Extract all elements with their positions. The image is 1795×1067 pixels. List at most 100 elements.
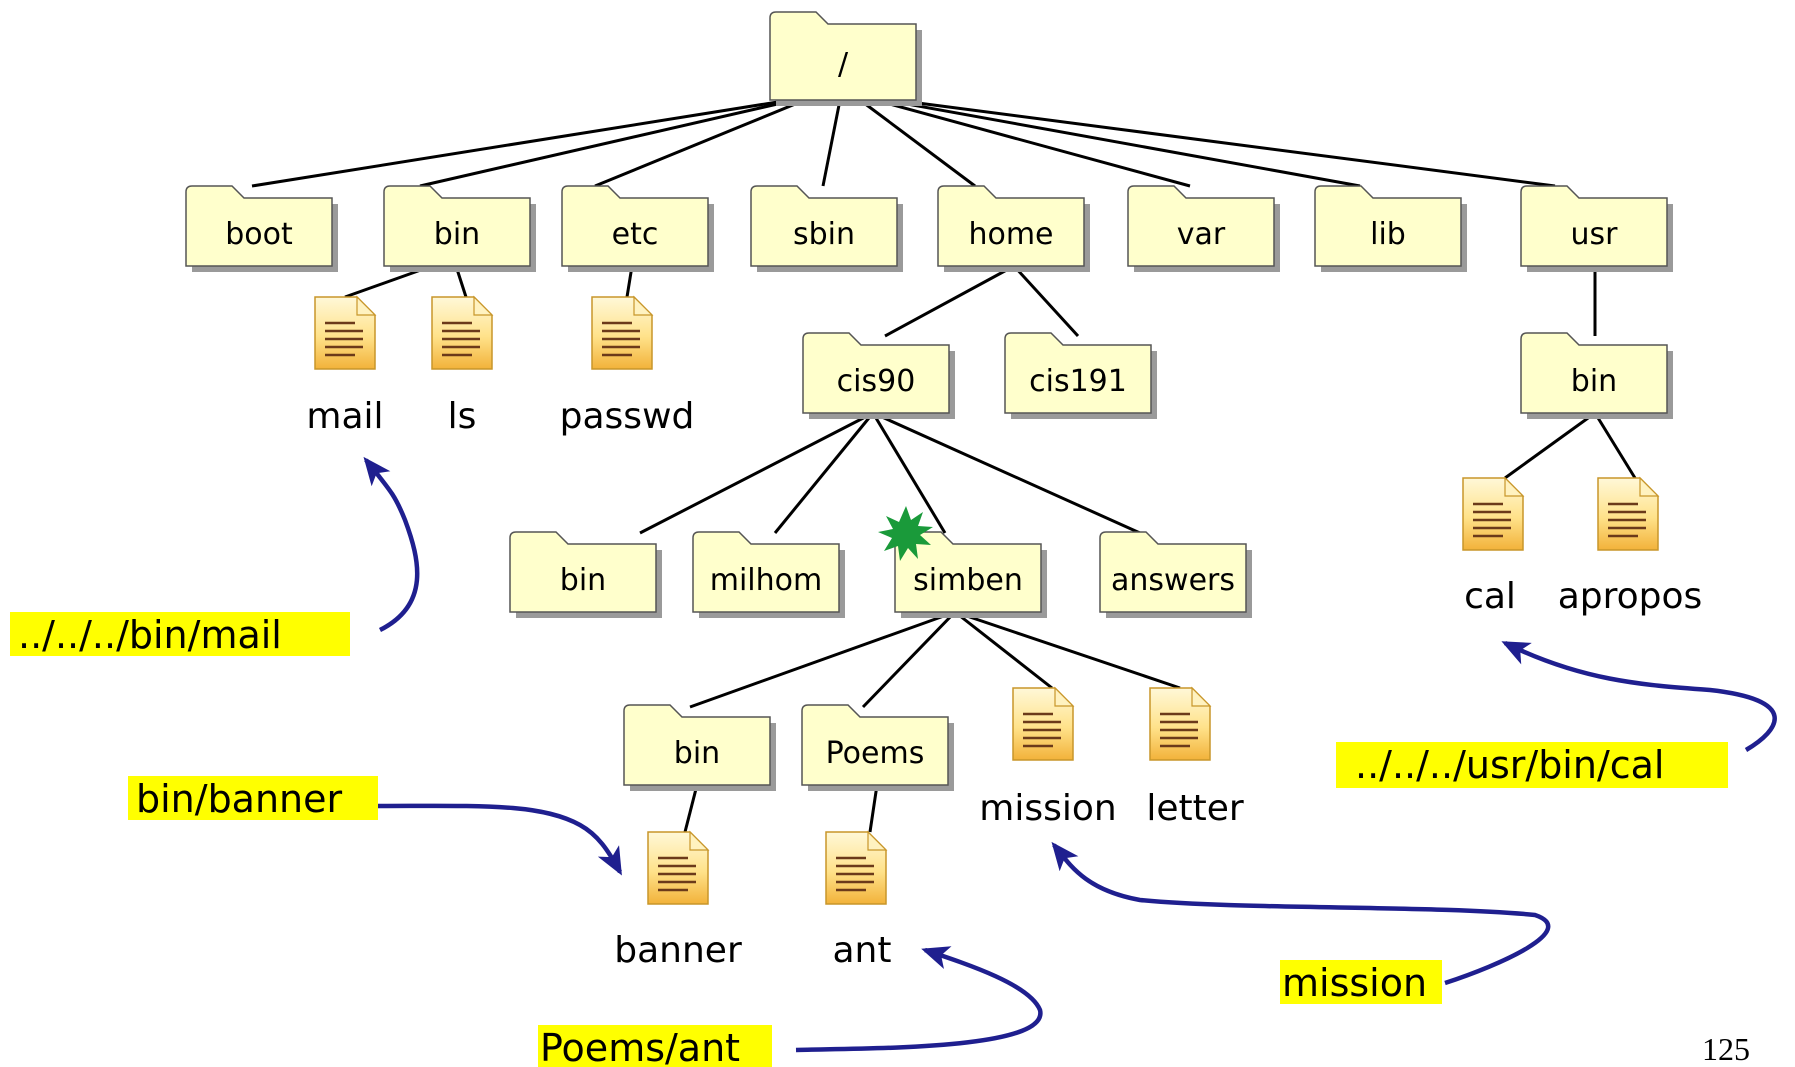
file-label: passwd	[560, 396, 695, 437]
folder-icon	[561, 185, 709, 267]
folder-simben-bin[interactable]: bin	[623, 704, 776, 791]
folder-label: answers	[1111, 563, 1235, 598]
current-directory-star-icon	[878, 506, 933, 561]
folder-icon	[802, 332, 950, 414]
path-banner: bin/banner	[136, 777, 343, 821]
folder-lib[interactable]: lib	[1314, 185, 1467, 272]
file-label: letter	[1146, 788, 1244, 829]
arrow-mission	[1051, 841, 1551, 986]
page-fold	[1054, 686, 1075, 707]
folder-icon	[801, 704, 949, 786]
folder-label: sbin	[793, 217, 855, 252]
highlight-ant-path	[538, 1025, 772, 1067]
folder-etc[interactable]: etc	[561, 185, 714, 272]
folder-label: home	[968, 217, 1053, 252]
folder-simben[interactable]: simben	[894, 531, 1047, 618]
folder-label: boot	[225, 217, 293, 252]
folder-label: simben	[913, 563, 1023, 598]
page-number: 125	[1702, 1031, 1750, 1067]
path-mission: mission	[1282, 961, 1427, 1005]
edge-sbbin-banner	[683, 784, 699, 833]
file-label: mission	[979, 788, 1116, 829]
edge-usrbin-apropos	[1593, 412, 1637, 479]
edge-simben-letter	[954, 610, 1181, 690]
folder-icon	[1314, 185, 1462, 267]
folder-label: cis191	[1029, 364, 1127, 399]
folder-label: lib	[1370, 217, 1406, 252]
edge-simben-poems	[861, 610, 957, 709]
folder-home[interactable]: home	[937, 185, 1090, 272]
folder-label: bin	[434, 217, 480, 252]
folder-icon	[383, 185, 531, 267]
edge-simben-mission	[954, 610, 1053, 690]
file-mail[interactable]: mail	[306, 295, 384, 437]
edge-cis90-simben	[871, 412, 947, 534]
edge-root-sbin	[821, 99, 842, 187]
path-labels: ../../../bin/mail ../../../usr/bin/cal b…	[10, 612, 1728, 1067]
edge-cis90-answers	[872, 411, 1141, 535]
folders-layer: / boot bin etc sbin home var lib usr cis90 cis191 b…	[185, 11, 1673, 791]
file-label: apropos	[1558, 576, 1703, 617]
edge-root-lib	[884, 98, 1361, 188]
folder-cis90-bin[interactable]: bin	[509, 531, 662, 618]
folder-icon	[1127, 185, 1275, 267]
folder-answers[interactable]: answers	[1099, 531, 1252, 618]
path-cal: ../../../usr/bin/cal	[1355, 743, 1665, 787]
file-label: banner	[614, 930, 742, 971]
file-ant[interactable]: ant	[825, 830, 892, 971]
file-mission[interactable]: mission	[979, 686, 1117, 829]
highlight-banner-path	[128, 776, 378, 820]
edge-root-etc	[594, 98, 806, 188]
tree-edges	[251, 98, 1637, 833]
page-fold	[473, 295, 494, 316]
folder-cis191[interactable]: cis191	[1004, 332, 1157, 419]
folder-icon	[1099, 531, 1247, 613]
path-mail: ../../../bin/mail	[18, 613, 282, 657]
folder-cis90[interactable]: cis90	[802, 332, 955, 419]
edge-usrbin-cal	[1504, 411, 1596, 480]
highlight-mail-path	[10, 612, 350, 656]
folder-usr-bin[interactable]: bin	[1520, 332, 1673, 419]
edge-root-var	[874, 98, 1191, 188]
folder-label: cis90	[837, 364, 916, 399]
edge-root-usr	[894, 98, 1556, 188]
edge-poems-ant	[868, 784, 879, 833]
page-fold	[1191, 686, 1212, 707]
files-layer: mail ls passwd cal apropos mission letter banne…	[306, 295, 1703, 971]
folder-usr[interactable]: usr	[1520, 185, 1673, 272]
folder-var[interactable]: var	[1127, 185, 1280, 272]
folder-poems[interactable]: Poems	[801, 704, 954, 791]
file-ls[interactable]: ls	[431, 295, 494, 437]
folder-icon	[509, 531, 657, 613]
edge-cis90-bin	[639, 411, 874, 535]
folder-milhom[interactable]: milhom	[692, 531, 845, 618]
file-cal[interactable]: cal	[1462, 476, 1525, 617]
folder-root[interactable]: /	[769, 11, 922, 106]
folder-sbin[interactable]: sbin	[750, 185, 903, 272]
file-apropos[interactable]: apropos	[1558, 476, 1703, 617]
file-banner[interactable]: banner	[614, 830, 742, 971]
page-fold	[356, 295, 377, 316]
edge-root-bin	[419, 98, 796, 188]
page-fold	[689, 830, 710, 851]
file-letter[interactable]: letter	[1146, 686, 1244, 829]
file-passwd[interactable]: passwd	[560, 295, 695, 437]
folder-icon	[769, 11, 917, 101]
folder-boot[interactable]: boot	[185, 185, 338, 272]
edge-simben-bin	[689, 610, 956, 709]
folder-icon	[937, 185, 1085, 267]
folder-label: milhom	[710, 563, 823, 598]
edge-home-cis90	[884, 264, 1015, 338]
highlight-cal-path	[1336, 742, 1728, 788]
highlight-mission-path	[1280, 960, 1442, 1004]
edge-root-boot	[251, 98, 791, 188]
folder-label: /	[838, 47, 849, 82]
folder-icon	[750, 185, 898, 267]
path-ant: Poems/ant	[540, 1026, 740, 1067]
folder-label: bin	[674, 736, 720, 771]
folder-bin[interactable]: bin	[383, 185, 536, 272]
folder-label: etc	[612, 217, 659, 252]
file-label: ls	[448, 396, 477, 437]
folder-icon	[623, 704, 771, 786]
